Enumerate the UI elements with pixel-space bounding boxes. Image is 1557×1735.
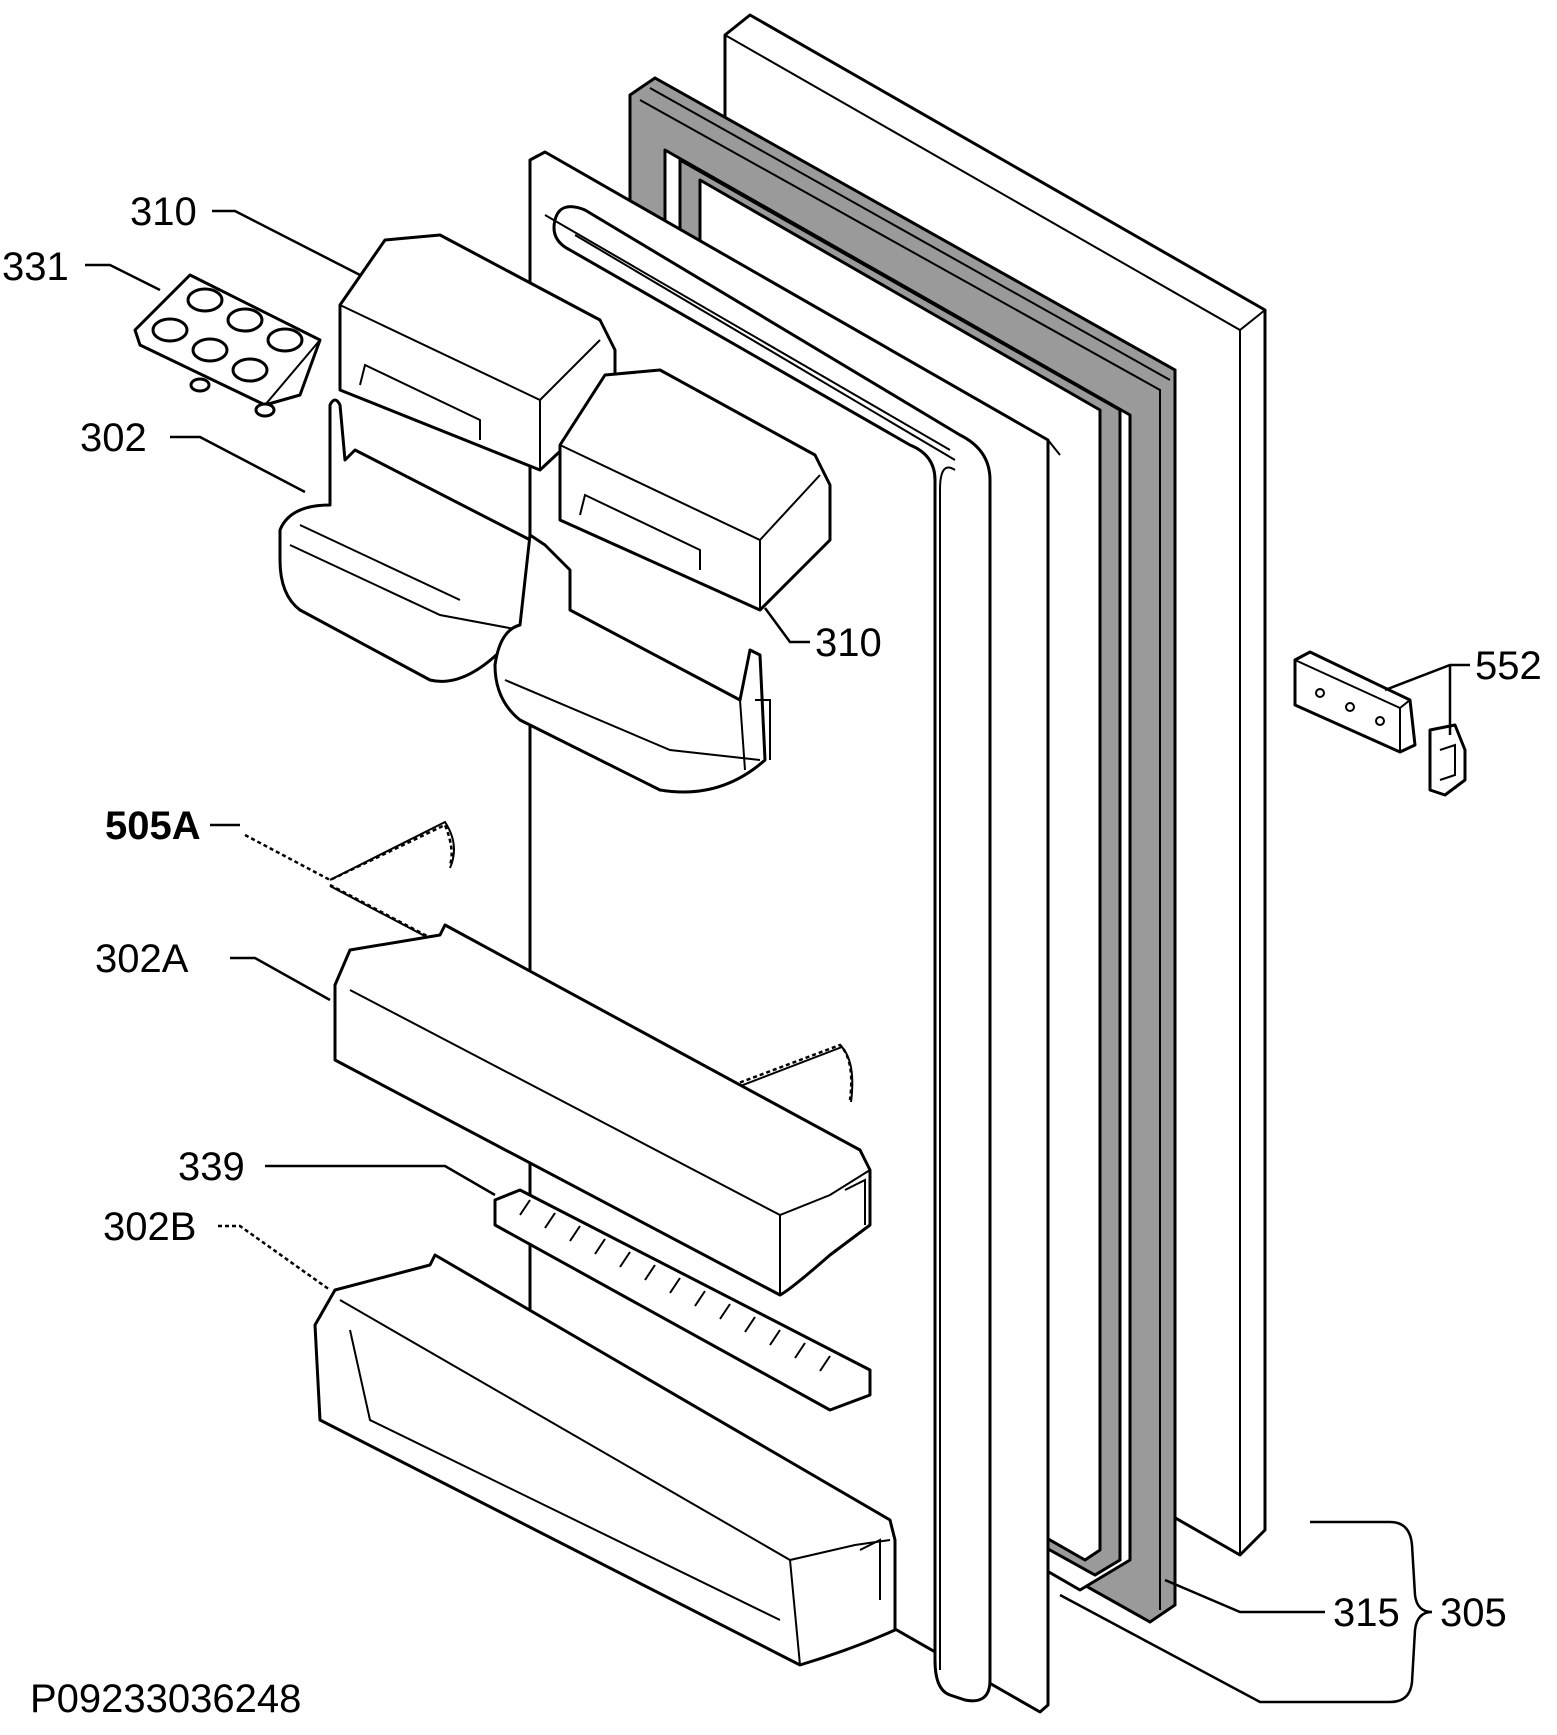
label-305: 305 xyxy=(1440,1591,1507,1635)
door-shelf-right xyxy=(493,533,771,794)
leader-lines xyxy=(85,209,1470,1704)
label-331: 331 xyxy=(2,245,69,289)
label-505a: 505A xyxy=(105,804,201,848)
label-315: 315 xyxy=(1333,1591,1400,1635)
label-302b: 302B xyxy=(103,1205,196,1249)
label-310-bottom: 310 xyxy=(815,621,882,665)
label-552: 552 xyxy=(1475,644,1542,688)
butter-box-upper xyxy=(338,233,617,472)
egg-tray xyxy=(133,273,322,418)
bottle-rack xyxy=(493,1188,872,1412)
wire-bottle-retainer xyxy=(244,820,854,1103)
label-302a: 302A xyxy=(95,937,189,981)
label-339: 339 xyxy=(178,1145,245,1189)
door-shelf-left xyxy=(278,398,542,683)
drawing-code: P09233036248 xyxy=(30,1677,301,1721)
bottle-shelf xyxy=(333,923,872,1297)
hinge-bracket xyxy=(1293,650,1467,797)
label-302: 302 xyxy=(80,416,147,460)
butter-box-lower xyxy=(558,368,832,612)
label-310-top: 310 xyxy=(130,190,197,234)
lower-bottle-bin xyxy=(313,1253,897,1667)
part-labels: 310 331 302 310 552 505A 302A 339 302B 3… xyxy=(2,190,1542,1721)
